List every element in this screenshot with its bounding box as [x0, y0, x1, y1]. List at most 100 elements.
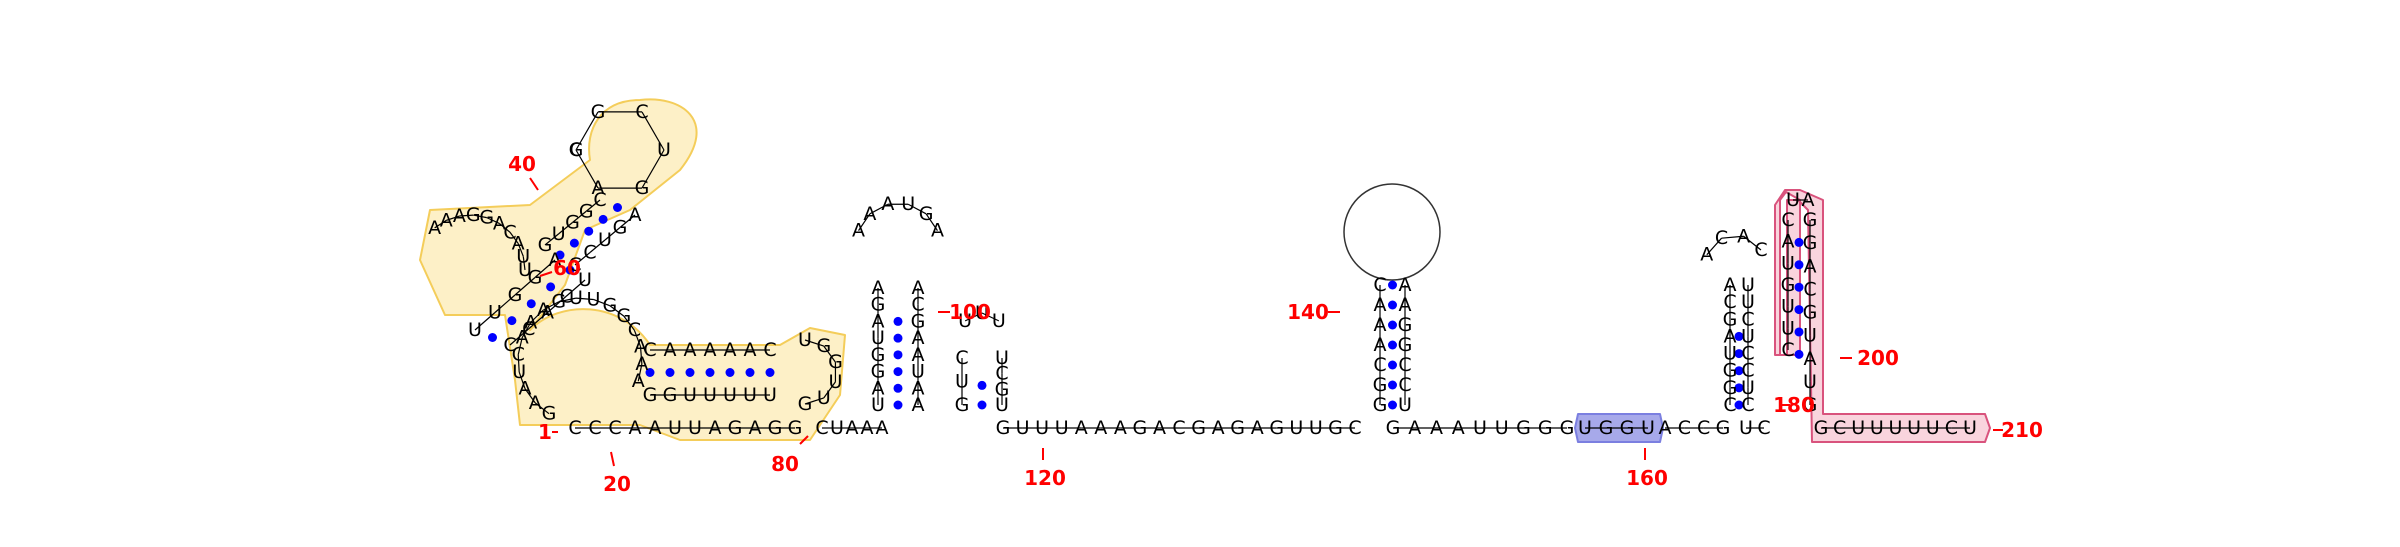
nucleotide-loop6-2: A: [1802, 189, 1815, 211]
backbone-link-h2-2: [869, 203, 889, 215]
base-pair-layer: [488, 203, 1804, 410]
nucleotide-stem6-left-4: G: [1781, 274, 1796, 296]
nucleotide-seg80-3: A: [846, 417, 859, 439]
nucleotide-loop80-4: U: [828, 371, 842, 393]
backbone-link-ssl-1: [474, 312, 496, 331]
nucleotide-big-loop-13: G: [616, 305, 631, 327]
base-pair-dot-stem6-5: [1794, 260, 1804, 270]
nucleotide-stem3-right-1: U: [995, 394, 1009, 416]
nucleotide-upper-stem-left-3: G: [565, 212, 580, 234]
nucleotide-stem4-left-3: C: [1373, 354, 1386, 376]
backbone-link-top-loop-4: [641, 149, 665, 189]
nucleotide-stem5-right-1: C: [1741, 394, 1754, 416]
nucleotide-big-loop-7: A: [524, 311, 537, 333]
nucleotide-blue-4: U: [1641, 417, 1655, 439]
backbone-link-h2-4: [907, 203, 927, 215]
base-pair-dot-stem4-6: [1388, 300, 1397, 310]
nucleotide-mid-9: G: [1560, 417, 1575, 439]
nucleotide-three-prime-7: U: [1926, 417, 1940, 439]
nucleotide-stem80-top-7: C: [763, 339, 776, 361]
backbone-link-ssl-2: [494, 294, 516, 313]
nucleotide-three-prime-9: U: [1963, 417, 1977, 439]
nucleotide-three-prime-3: U: [1851, 417, 1865, 439]
base-pair-dot-side-stem-2: [507, 316, 517, 326]
backbone-link-big-loop-4: [517, 354, 520, 373]
nucleotide-side-stem-left-4: G: [528, 267, 543, 289]
nucleotide-five-prime-4: A: [629, 417, 642, 439]
highlight-region-yellow: [419, 98, 846, 441]
backbone-link-big-loop-16: [637, 363, 643, 382]
nucleotide-baseline-loop-3: U: [1035, 417, 1049, 439]
base-pair-dot-side-stem-4: [546, 282, 556, 292]
nucleotide-side-stem-right-1: C: [503, 334, 516, 356]
nucleotide-outer-loop-9: U: [516, 245, 530, 267]
nucleotide-outer-loop-4: G: [466, 204, 481, 226]
position-label-20-tick: [610, 451, 615, 467]
nucleotide-stem6-left-1: C: [1781, 339, 1794, 361]
nucleotide-stem2-right-7: C: [911, 294, 924, 316]
nucleotide-loop2-1: A: [852, 220, 865, 242]
backbone-link-big-loop-10: [575, 297, 594, 301]
base-pair-dot-upper-stem-5: [613, 203, 622, 212]
nucleotide-seg80-4: A: [861, 417, 874, 439]
base-pair-dot-stem6-3: [1794, 305, 1804, 315]
nucleotide-three-prime-5: U: [1889, 417, 1903, 439]
position-label-210: 210: [2001, 418, 2043, 442]
base-pair-dot-stem3-2: [977, 380, 987, 390]
nucleotide-stem5-right-6: C: [1741, 308, 1754, 330]
nucleotide-five-prime-12: G: [788, 417, 803, 439]
backbone-link-big-loop-7: [530, 309, 544, 323]
nucleotide-stem5-right-5: U: [1741, 325, 1755, 347]
nucleotide-top-loop-1: C: [569, 139, 582, 161]
nucleotide-big-loop-1: G: [542, 403, 557, 425]
nucleotide-big-loop-6: A: [516, 327, 529, 349]
backbone-link-big-loop-5: [517, 337, 523, 355]
nucleotide-stem80-bottom-5: U: [723, 384, 737, 406]
nucleotide-stem80-bottom-7: U: [763, 384, 777, 406]
backbone-link-usr-3: [604, 227, 621, 241]
nucleotide-stem4-right-3: C: [1398, 354, 1411, 376]
nucleotide-acc-4: G: [1716, 417, 1731, 439]
nucleotide-five-prime-7: U: [688, 417, 702, 439]
base-pair-dot-stem4-3: [1388, 360, 1397, 370]
nucleotide-stem2-left-4: G: [871, 344, 886, 366]
nucleotide-acc-2: C: [1678, 417, 1691, 439]
backbone-link-top-loop-6: [575, 149, 599, 189]
nucleotide-stem80-top-3: A: [684, 339, 697, 361]
backbone-link-usl-3: [572, 210, 587, 223]
nucleotide-stem2-right-1: A: [912, 394, 925, 416]
nucleotide-mid-5: U: [1473, 417, 1487, 439]
nucleotide-stem4-left-4: A: [1374, 334, 1387, 356]
nucleotide-outer-loop-10: U: [518, 259, 532, 281]
nucleotide-five-prime-10: A: [749, 417, 762, 439]
nucleotide-three-prime-8: C: [1945, 417, 1958, 439]
backbone-link-big-loop-12: [609, 305, 625, 317]
backbone-link-h80-4: [823, 381, 836, 399]
nucleotide-top-loop-3: C: [635, 101, 648, 123]
nucleotide-baseline-loop-6: A: [1094, 417, 1107, 439]
nucleotide-loop2-3: A: [881, 193, 894, 215]
nucleotide-side-stem-left-1: U: [468, 319, 482, 341]
nucleotide-loop2-2: A: [863, 203, 876, 225]
nucleotide-stem2-right-8: A: [912, 277, 925, 299]
nucleotide-stem2-left-1: U: [871, 394, 885, 416]
nucleotide-stem80-bottom-3: U: [683, 384, 697, 406]
base-pair-dot-stem4-4: [1388, 340, 1397, 350]
position-label-200: 200: [1857, 346, 1899, 370]
nucleotide-five-prime-6: U: [668, 417, 682, 439]
nucleotide-stem4-right-4: G: [1398, 334, 1413, 356]
nucleotide-uc-2: C: [1757, 417, 1770, 439]
nucleotide-acc-1: A: [1659, 417, 1672, 439]
backbone-link-ssr-2: [528, 312, 548, 330]
nucleotide-upper-stem-right-2: C: [583, 242, 596, 264]
base-pair-dot-upper-stem-2: [569, 238, 579, 248]
backbone-link-h2-5: [925, 213, 938, 231]
nucleotide-stem5-left-8: A: [1724, 274, 1737, 296]
nucleotide-stem3-left-2: U: [955, 371, 969, 393]
position-label-1: 1: [538, 420, 552, 444]
base-pair-dot-stem80-3: [685, 368, 695, 377]
nucleotide-big-loop-10: U: [569, 287, 583, 309]
base-pair-dot-stem2-2: [893, 383, 903, 393]
nucleotide-upper-stem-left-5: C: [593, 189, 606, 211]
nucleotide-side-stem-right-2: C: [522, 318, 535, 340]
